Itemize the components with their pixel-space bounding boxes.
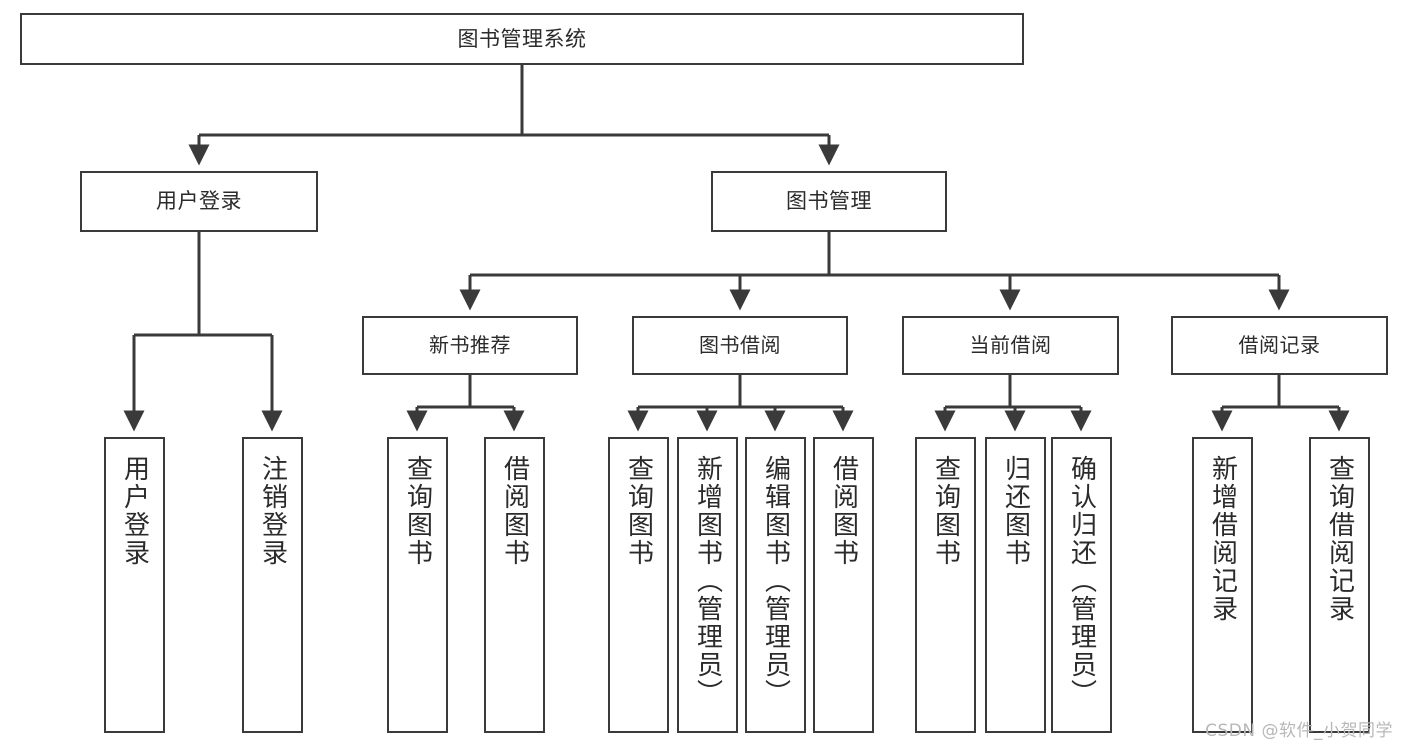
node-leaf-user-login[interactable]: 用户登录	[104, 437, 165, 733]
watermark-text: CSDN @软件_小贺同学	[1205, 721, 1393, 741]
node-leaf-borrow-book-rec[interactable]: 借阅图书	[484, 437, 545, 733]
node-leaf-add-book[interactable]: 新增图书（管理员）	[677, 437, 738, 733]
node-leaf-confirm-return-label: 确认归还（管理员）	[1066, 455, 1097, 707]
node-leaf-add-book-label: 新增图书（管理员）	[692, 455, 723, 707]
node-book-manage[interactable]: 图书管理	[711, 171, 947, 232]
node-leaf-query-book-br-label: 查询图书	[623, 455, 654, 567]
node-leaf-query-book-rec[interactable]: 查询图书	[387, 437, 448, 733]
node-root-label: 图书管理系统	[457, 26, 587, 51]
node-new-book-rec[interactable]: 新书推荐	[362, 316, 578, 375]
node-leaf-query-book-br[interactable]: 查询图书	[608, 437, 669, 733]
node-borrow-record[interactable]: 借阅记录	[1171, 316, 1388, 375]
node-leaf-borrow-book-br-label: 借阅图书	[828, 455, 859, 567]
node-current-borrow-label: 当前借阅	[969, 332, 1052, 357]
node-leaf-borrow-book-rec-label: 借阅图书	[499, 455, 530, 567]
node-book-manage-label: 图书管理	[786, 189, 872, 214]
node-new-book-rec-label: 新书推荐	[429, 332, 511, 357]
node-leaf-query-book-rec-label: 查询图书	[402, 455, 433, 567]
node-leaf-borrow-book-br[interactable]: 借阅图书	[813, 437, 874, 733]
node-leaf-user-login-label: 用户登录	[119, 455, 150, 567]
node-current-borrow[interactable]: 当前借阅	[902, 316, 1119, 375]
node-leaf-logout-label: 注销登录	[257, 455, 288, 567]
node-leaf-edit-book[interactable]: 编辑图书（管理员）	[745, 437, 806, 733]
node-book-borrow-label: 图书借阅	[699, 332, 781, 357]
node-root[interactable]: 图书管理系统	[20, 13, 1024, 65]
node-leaf-query-record-label: 查询借阅记录	[1324, 455, 1355, 623]
node-leaf-add-record-label: 新增借阅记录	[1207, 455, 1238, 623]
node-leaf-edit-book-label: 编辑图书（管理员）	[760, 455, 791, 707]
node-leaf-add-record[interactable]: 新增借阅记录	[1192, 437, 1253, 733]
node-leaf-query-record[interactable]: 查询借阅记录	[1309, 437, 1370, 733]
node-user-login[interactable]: 用户登录	[80, 171, 318, 232]
node-leaf-return-book[interactable]: 归还图书	[985, 437, 1046, 733]
node-book-borrow[interactable]: 图书借阅	[632, 316, 848, 375]
node-leaf-logout[interactable]: 注销登录	[242, 437, 303, 733]
node-leaf-query-book-cb[interactable]: 查询图书	[915, 437, 976, 733]
node-leaf-confirm-return[interactable]: 确认归还（管理员）	[1051, 437, 1112, 733]
node-borrow-record-label: 借阅记录	[1238, 332, 1321, 357]
node-user-login-label: 用户登录	[156, 189, 242, 214]
node-leaf-query-book-cb-label: 查询图书	[930, 455, 961, 567]
node-leaf-return-book-label: 归还图书	[1000, 455, 1031, 567]
